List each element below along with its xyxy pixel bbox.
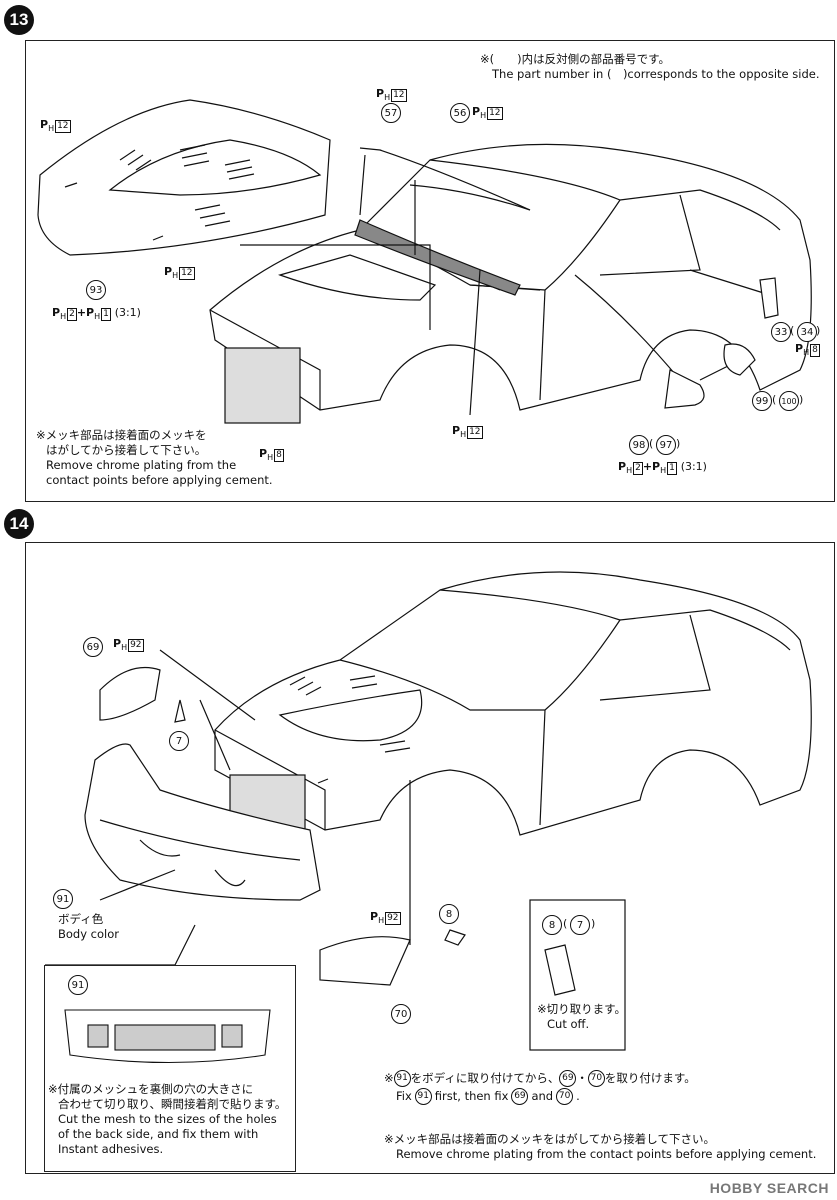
fix-en-part-70-badge: 70 [556,1088,574,1105]
top-note-jp: ※( )内は反対側の部品番号です。 [480,52,670,66]
part-99-badge: 99 [752,391,772,411]
paren-open-99: ( [772,393,777,406]
part-70-badge: 70 [391,1004,411,1024]
paren-open-98: ( [649,437,654,450]
step-13-top-note: ※( )内は反対側の部品番号です。 The part number in ( )… [480,52,819,82]
paren-close-8b: ) [591,917,596,930]
part-8-badge: 8 [439,904,459,924]
step-14-badge: 14 [4,509,34,539]
mesh-jp2: 合わせて切り取り、瞬間接着剤で貼ります。 [58,1097,287,1111]
top-note-en: The part number in ( )corresponds to the… [492,67,820,81]
cutoff-note: ※切り取ります。 Cut off. [537,1002,626,1032]
chrome-note-en1: Remove chrome plating from the [46,458,237,472]
step-14-chrome-note: ※メッキ部品は接着面のメッキをはがしてから接着して下さい。 Remove chr… [384,1132,816,1162]
part-91-badge: 91 [53,889,73,909]
fix-part-69-badge: 69 [559,1070,577,1087]
paren-close-99: ) [799,393,804,406]
paren-open-33: ( [790,324,795,337]
step14-chrome-jp: ※メッキ部品は接着面のメッキをはがしてから接着して下さい。 [384,1132,715,1146]
part-57-badge: 57 [381,103,401,123]
fix-order-note-jp: ※ 91 をボディに取り付けてから、 69 ・ 70 を取り付けます。 [384,1070,696,1087]
mesh-en2: of the back side, and fix them with [58,1127,259,1141]
fix-part-70-badge: 70 [587,1070,605,1087]
part-56-badge: 56 [450,103,470,123]
step-13-badge: 13 [4,5,34,35]
step-13-chrome-note: ※メッキ部品は接着面のメッキを はがしてから接着して下さい。 Remove ch… [36,428,273,488]
fix-order-note-en: Fix 91 first, then fix 69 and 70 . [396,1088,580,1105]
chrome-note-jp2: はがしてから接着して下さい。 [46,443,207,457]
mesh-note: ※付属のメッシュを裏側の穴の大きさに 合わせて切り取り、瞬間接着剤で貼ります。 … [48,1082,286,1157]
mesh-en3: Instant adhesives. [58,1142,164,1156]
body-color-jp: ボディ色 [58,912,104,926]
fix-en-part-91-badge: 91 [414,1088,432,1105]
part-97-badge: 97 [656,435,676,455]
part-69-badge: 69 [83,637,103,657]
part-98-badge: 98 [629,435,649,455]
chrome-note-en2: contact points before applying cement. [46,473,273,487]
mesh-inset [44,965,296,1172]
paren-open-8b: ( [563,917,568,930]
part-93-badge: 93 [86,280,106,300]
part-7-badge: 7 [169,731,189,751]
paren-close-98: ) [676,437,681,450]
cutoff-en: Cut off. [547,1017,590,1031]
part-8b-badge: 8 [542,915,562,935]
step14-chrome-en: Remove chrome plating from the contact p… [396,1147,817,1161]
part-34-badge: 34 [797,322,817,342]
part-100-badge: 100 [779,391,799,411]
part-7b-badge: 7 [570,915,590,935]
body-color-label: ボディ色 Body color [58,912,119,942]
body-color-en: Body color [58,927,120,941]
paren-close-33: ) [816,324,821,337]
mesh-en1: Cut the mesh to the sizes of the holes [58,1112,277,1126]
fix-en-part-69-badge: 69 [511,1088,529,1105]
part-33-badge: 33 [771,322,791,342]
part-91-inset-badge: 91 [68,975,88,995]
mesh-jp1: ※付属のメッシュを裏側の穴の大きさに [48,1082,254,1096]
hobby-search-watermark: HOBBY SEARCH [709,1180,829,1196]
cutoff-jp: ※切り取ります。 [537,1002,626,1016]
fix-part-91-badge: 91 [393,1070,411,1087]
chrome-note-jp1: ※メッキ部品は接着面のメッキを [36,428,207,442]
